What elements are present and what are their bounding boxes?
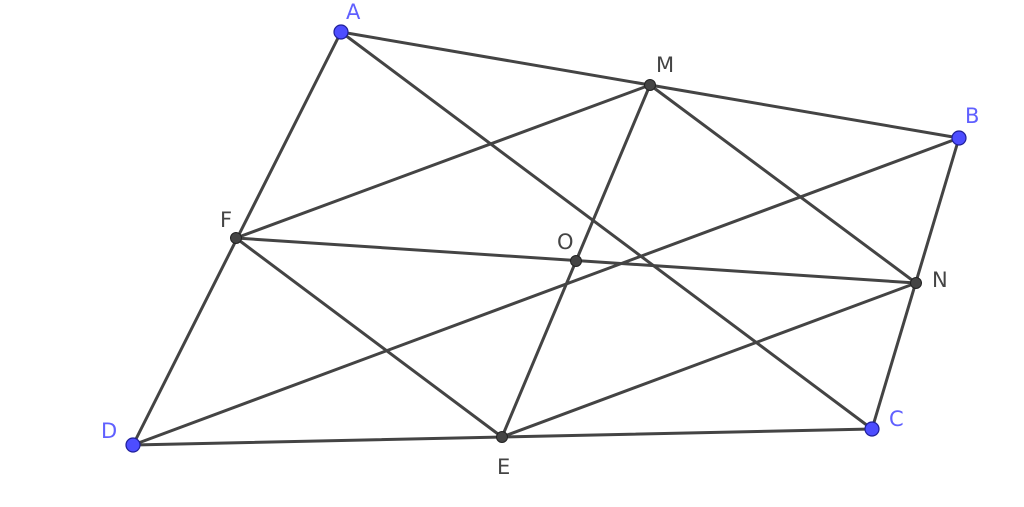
- label-b: B: [965, 104, 979, 128]
- segment-ef[interactable]: [234, 236, 504, 439]
- label-e: E: [497, 455, 510, 479]
- point-o[interactable]: [570, 255, 582, 267]
- point-c[interactable]: [864, 421, 880, 437]
- segment-ne[interactable]: [500, 281, 918, 439]
- segment-ac[interactable]: [339, 30, 874, 431]
- point-b[interactable]: [951, 130, 967, 146]
- point-d[interactable]: [125, 437, 141, 453]
- label-d: D: [101, 419, 117, 443]
- label-n: N: [932, 268, 948, 292]
- label-m: M: [656, 53, 674, 77]
- label-o: O: [557, 230, 574, 254]
- point-e[interactable]: [496, 431, 508, 443]
- points-layer: [125, 24, 967, 453]
- point-a[interactable]: [333, 24, 349, 40]
- segment-mn[interactable]: [648, 83, 918, 285]
- segment-bd[interactable]: [131, 136, 961, 447]
- labels-layer: A B C D M N E F O: [101, 0, 979, 479]
- segments-layer: [131, 30, 961, 447]
- segment-fm[interactable]: [234, 83, 652, 240]
- point-m[interactable]: [644, 79, 656, 91]
- point-n[interactable]: [910, 277, 922, 289]
- label-a: A: [346, 0, 361, 24]
- label-c: C: [889, 407, 904, 431]
- point-f[interactable]: [230, 232, 242, 244]
- label-f: F: [220, 208, 232, 232]
